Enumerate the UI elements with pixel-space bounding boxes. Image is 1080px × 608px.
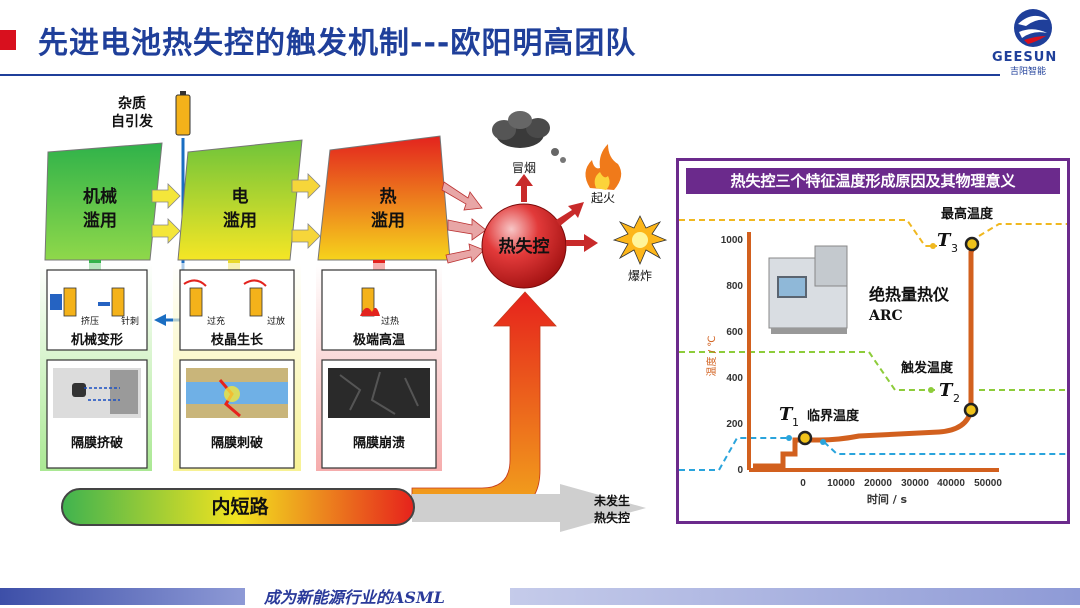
y-tick-600: 600 bbox=[726, 327, 743, 338]
electrical-abuse-block bbox=[177, 139, 303, 261]
mechanism-box-thermal bbox=[321, 269, 437, 351]
footer-bar-right bbox=[510, 588, 1080, 605]
x-tick-20000: 20000 bbox=[864, 478, 892, 489]
t1-description: 临界温度 bbox=[807, 408, 860, 424]
title-accent-bar bbox=[0, 30, 16, 50]
y-axis-label: 温度 / ℃ bbox=[705, 336, 718, 377]
page-title: 先进电池热失控的触发机制---欧阳明高团队 bbox=[38, 26, 637, 61]
thermal-mechanism-label: 极端高温 bbox=[353, 332, 405, 348]
x-tick-10000: 10000 bbox=[827, 478, 855, 489]
thermal-runaway-label: 热失控 bbox=[499, 236, 550, 257]
impurity-label-1: 杂质 bbox=[118, 95, 146, 111]
elec-icon-text-1: 过充 bbox=[207, 315, 225, 327]
explosion-icon bbox=[612, 215, 668, 266]
t1-symbol: T bbox=[779, 404, 794, 425]
elec-icon-text-2: 过放 bbox=[267, 315, 285, 327]
footer-slogan: 成为新能源行业的ASML bbox=[264, 588, 445, 607]
arrow-thermal-to-runaway bbox=[441, 181, 483, 211]
impurity-battery-icon bbox=[175, 94, 191, 136]
t3-reference-line bbox=[679, 219, 937, 247]
fire-label: 起火 bbox=[591, 191, 615, 205]
x-tick-0: 0 bbox=[800, 478, 806, 489]
t1-subscript: 1 bbox=[792, 416, 799, 429]
t3-subscript: 3 bbox=[951, 242, 958, 255]
t3-description: 最高温度 bbox=[941, 206, 994, 222]
panel-title: 热失控三个特征温度形成原因及其物理意义 bbox=[686, 168, 1060, 194]
t2-subscript: 2 bbox=[953, 392, 960, 405]
arrow-elec-to-thermal bbox=[291, 173, 321, 199]
arrow-to-smoke bbox=[515, 174, 533, 202]
no-runaway-label-2: 热失控 bbox=[594, 510, 630, 525]
t3-point bbox=[964, 236, 980, 252]
x-tick-40000: 40000 bbox=[937, 478, 965, 489]
footer-bar-left bbox=[0, 588, 245, 605]
y-tick-1000: 1000 bbox=[721, 235, 744, 246]
y-tick-0: 0 bbox=[737, 465, 743, 476]
separator-label-elec: 隔膜刺破 bbox=[211, 435, 263, 451]
thermal-runaway-trigger-diagram: 杂质 自引发 机械 滥用 电 滥用 热 滥用 挤压 针刺 过充 过放 过热 机械… bbox=[40, 91, 668, 532]
mech-mechanism-label: 机械变形 bbox=[71, 332, 123, 348]
mech-icon-text-1: 挤压 bbox=[81, 315, 99, 327]
logo-subtitle: 吉阳智能 bbox=[1010, 67, 1047, 77]
short-circuit-label: 内短路 bbox=[211, 495, 269, 518]
mechanical-abuse-block bbox=[44, 142, 163, 261]
explosion-label: 爆炸 bbox=[628, 269, 652, 283]
x-tick-50000: 50000 bbox=[974, 478, 1002, 489]
mech-icon-text-2: 针刺 bbox=[121, 315, 139, 327]
mech-abuse-line1: 机械 bbox=[83, 186, 117, 207]
device-sub-label: ARC bbox=[868, 308, 903, 324]
t1-reference-line bbox=[679, 437, 789, 471]
t2-symbol: T bbox=[939, 380, 954, 401]
logo-wordmark: GEESUN bbox=[992, 50, 1058, 65]
geesun-logo-icon bbox=[1014, 9, 1052, 47]
y-tick-200: 200 bbox=[726, 419, 743, 430]
no-runaway-label-1: 未发生 bbox=[593, 493, 630, 508]
separator-label-thermal: 隔膜崩溃 bbox=[353, 435, 405, 451]
arc-temperature-plot: 0 200 400 600 800 1000 0 10000 20000 300… bbox=[679, 206, 1067, 506]
arrow-to-fire bbox=[556, 202, 584, 226]
y-tick-800: 800 bbox=[726, 281, 743, 292]
elec-mechanism-label: 枝晶生长 bbox=[210, 332, 264, 348]
t2-reference-line bbox=[679, 351, 939, 391]
thermal-abuse-line1: 热 bbox=[380, 186, 397, 207]
mech-abuse-line2: 滥用 bbox=[83, 210, 117, 231]
title-underline bbox=[0, 74, 1000, 76]
fire-icon bbox=[585, 144, 622, 190]
t2-description: 触发温度 bbox=[900, 360, 954, 376]
smoke-cloud-icon bbox=[492, 111, 566, 163]
impurity-label-2: 自引发 bbox=[111, 113, 154, 129]
smoke-label: 冒烟 bbox=[512, 161, 536, 175]
thermal-icon-text-1: 过热 bbox=[381, 315, 399, 327]
x-tick-30000: 30000 bbox=[901, 478, 929, 489]
arrow-to-explosion bbox=[566, 234, 598, 252]
y-tick-400: 400 bbox=[726, 373, 743, 384]
t1-point bbox=[797, 430, 813, 446]
elec-abuse-line1: 电 bbox=[232, 186, 249, 207]
device-label: 绝热量热仪 bbox=[869, 285, 950, 304]
arc-calorimeter-image bbox=[768, 245, 848, 334]
x-axis-label: 时间 / s bbox=[867, 492, 908, 506]
no-runaway-gray-arrow bbox=[412, 484, 646, 532]
t3-symbol: T bbox=[937, 230, 952, 251]
thermal-abuse-line2: 滥用 bbox=[371, 210, 405, 231]
separator-label-mech: 隔膜挤破 bbox=[71, 435, 123, 451]
elec-abuse-line2: 滥用 bbox=[223, 210, 257, 231]
arrow-mech-to-elec bbox=[151, 183, 181, 209]
short-circuit-bar bbox=[61, 488, 415, 526]
t2-point bbox=[963, 402, 979, 418]
